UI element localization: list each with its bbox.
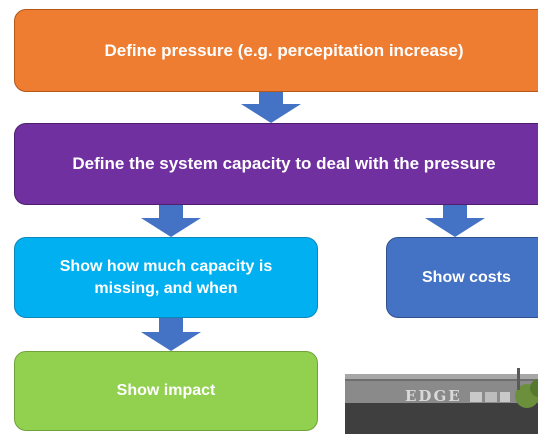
down-arrow-icon [425, 205, 485, 237]
capacity-missing-label-line2: missing, and when [94, 279, 238, 297]
down-arrow-icon [241, 92, 301, 123]
show-impact-label: Show impact [116, 382, 216, 399]
define-capacity-box: Define the system capacity to deal with … [14, 123, 538, 205]
station-photo: EDGE [345, 368, 538, 434]
capacity-missing-label-line1: Show how much capacity is [59, 257, 273, 275]
down-arrow-icon [141, 318, 201, 351]
station-sign-text: EDGE [405, 387, 462, 405]
show-costs-box: Show costs [386, 237, 538, 318]
show-costs-label: Show costs [422, 268, 511, 286]
define-capacity-label: Define the system capacity to deal with … [72, 154, 496, 173]
define-pressure-label: Define pressure (e.g. percepitation incr… [104, 40, 464, 60]
station-photo-image: EDGE [345, 368, 538, 434]
define-pressure-box: Define pressure (e.g. percepitation incr… [14, 9, 538, 92]
down-arrow-icon [141, 205, 201, 237]
capacity-missing-box: Show how much capacity is missing, and w… [14, 237, 318, 318]
show-impact-box: Show impact [14, 351, 318, 431]
